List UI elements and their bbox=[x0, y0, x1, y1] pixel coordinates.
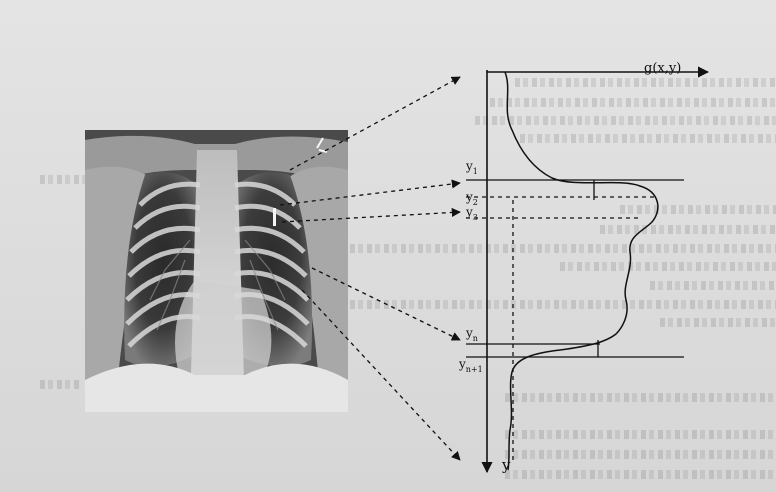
projection-line-y2 bbox=[282, 212, 460, 222]
projection-line-y1 bbox=[280, 183, 460, 205]
y-axis-label: y bbox=[501, 456, 511, 474]
projection-line-top bbox=[290, 77, 460, 170]
axes bbox=[487, 70, 708, 472]
row-label-yn1: yn+1 bbox=[458, 357, 483, 374]
projection-line-yn bbox=[312, 268, 460, 340]
projection-lines bbox=[280, 77, 655, 460]
projection-line-bottom bbox=[302, 290, 460, 460]
row-label-yn: yn bbox=[465, 326, 478, 343]
intensity-profile-curve bbox=[505, 72, 658, 470]
row-label-y3: y3 bbox=[465, 205, 478, 222]
row-label-y1: y1 bbox=[465, 159, 478, 176]
x-axis-label: g(x,y) bbox=[644, 61, 681, 76]
row-lines bbox=[466, 180, 684, 357]
